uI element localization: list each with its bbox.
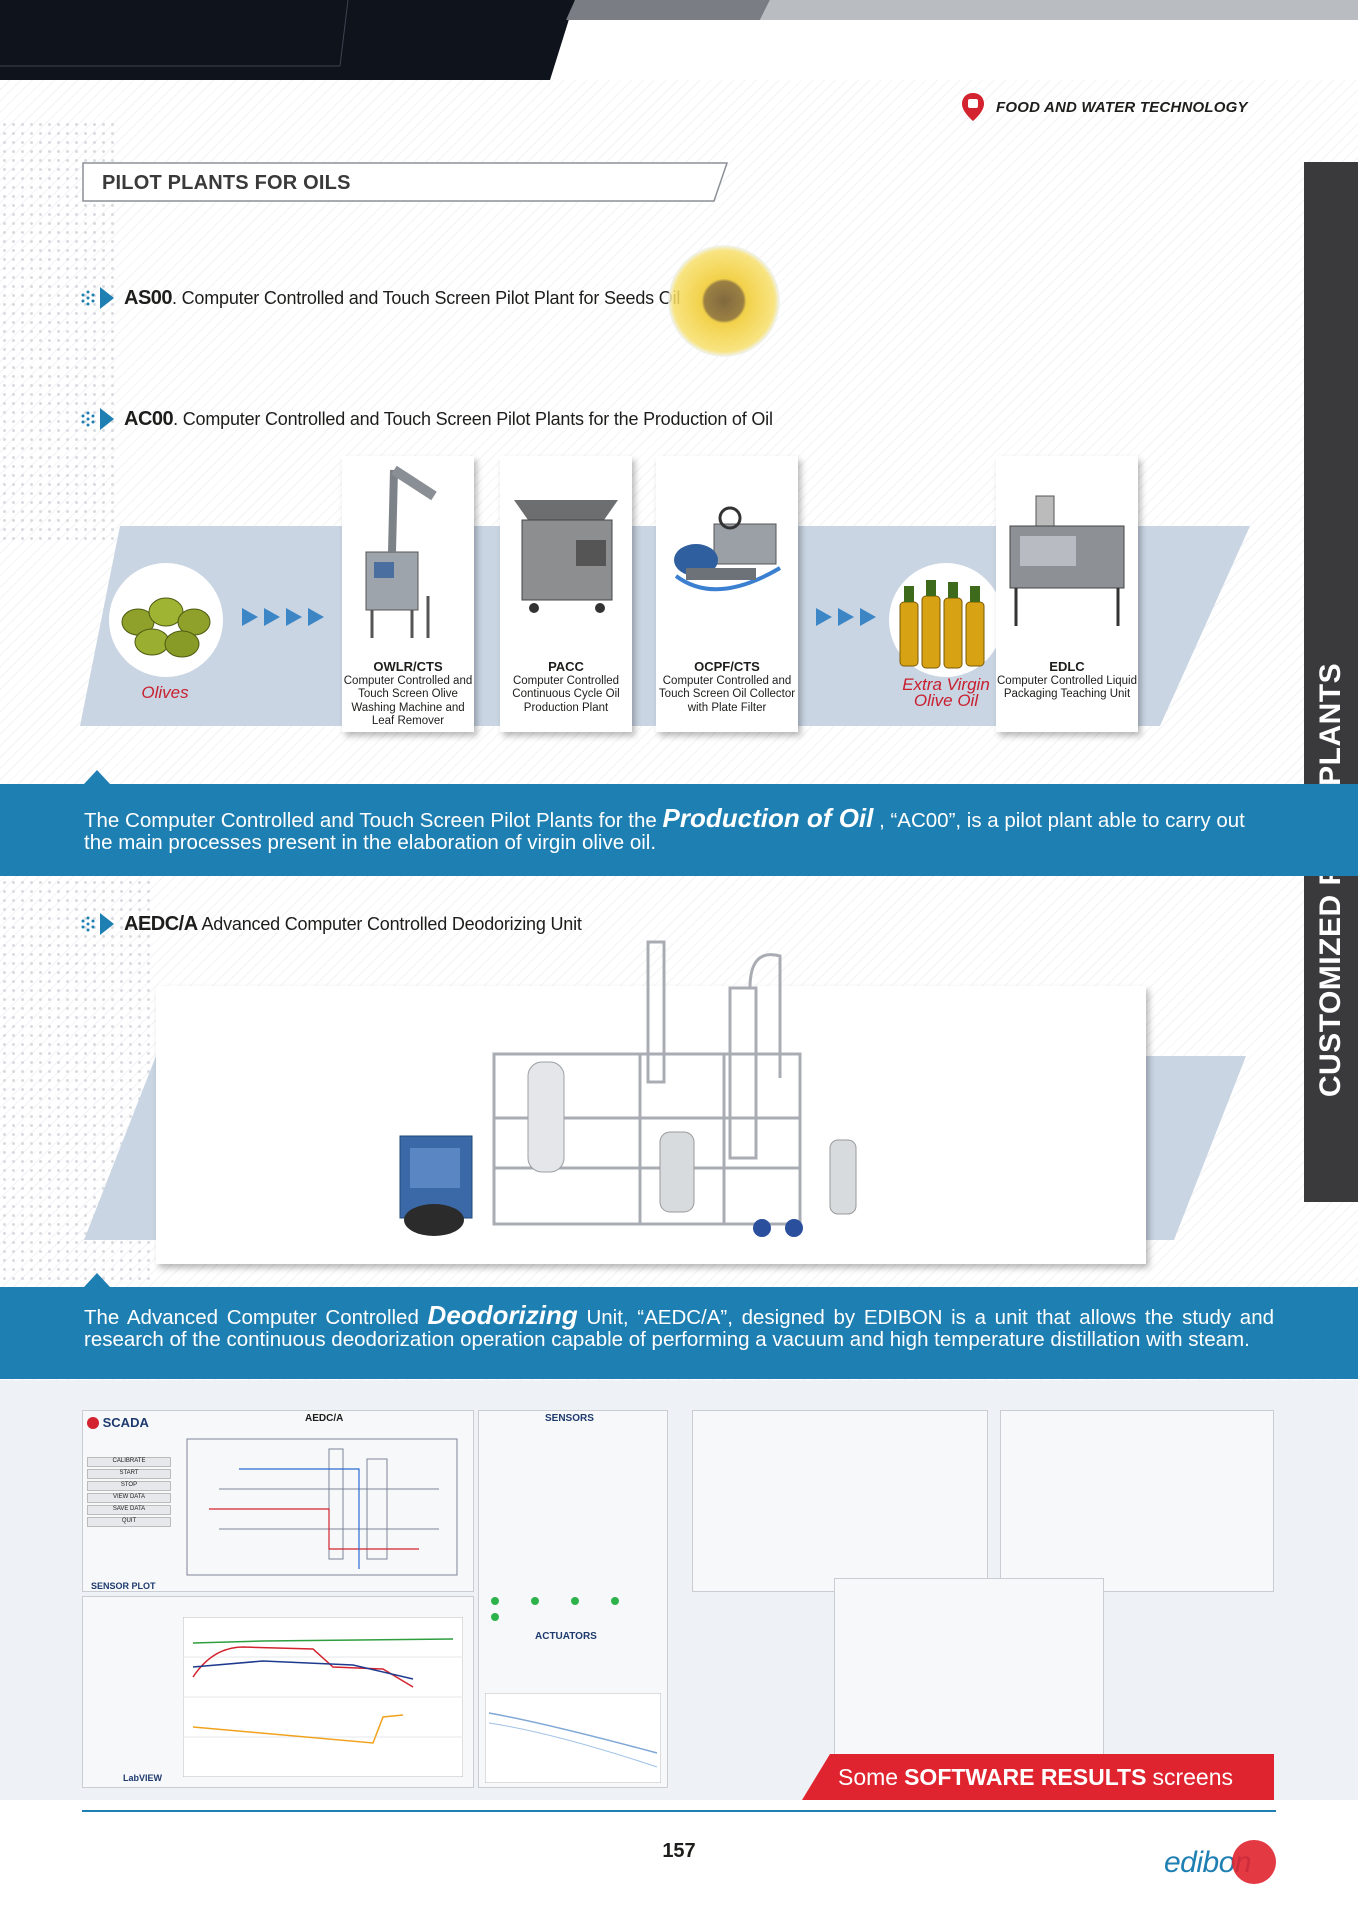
aedc-description-band: The Advanced Computer Controlled Deodori… xyxy=(0,1287,1358,1379)
sensor-indicators-image xyxy=(491,1597,619,1621)
unit-description: Computer Controlled and Touch Screen Oil… xyxy=(658,674,796,714)
unit-description: Computer Controlled Continuous Cycle Oil… xyxy=(512,674,620,714)
category-header: FOOD AND WATER TECHNOLOGY xyxy=(960,92,1248,122)
olive-oil-label: Extra Virgin Olive Oil xyxy=(890,675,1002,710)
section-title: PILOT PLANTS FOR OILS xyxy=(102,172,351,194)
unit-caption: OWLR/CTS Computer Controlled and Touch S… xyxy=(342,660,474,729)
sensor-plot-title: SENSOR PLOT xyxy=(91,1581,156,1591)
unit-caption: PACC Computer Controlled Continuous Cycl… xyxy=(500,660,632,715)
olive-oil-bottles-image xyxy=(889,563,1003,677)
labview-label: LabVIEW xyxy=(123,1773,163,1783)
scada-screen-sensors: SENSORS ACTUATORS xyxy=(478,1410,668,1788)
menu-list: CALIBRATE START STOP VIEW DATA SAVE DATA… xyxy=(87,1457,171,1529)
product-code: AEDC/A xyxy=(124,912,198,935)
ocpf-machine-image xyxy=(674,506,782,592)
aedc-image-card xyxy=(156,986,1146,1264)
product-ac00: AC00. Computer Controlled and Touch Scre… xyxy=(80,406,773,432)
pacc-machine-image xyxy=(514,500,618,613)
side-tab-label: CUSTOMIZED PILOT PLANTS xyxy=(1314,662,1347,1098)
unit-card-ocpf: OCPF/CTS Computer Controlled and Touch S… xyxy=(656,456,798,732)
flow-arrows-icon xyxy=(816,608,876,626)
footer-divider xyxy=(82,1810,1276,1812)
bullet-arrow-icon xyxy=(81,287,114,309)
product-description: . Computer Controlled and Touch Screen P… xyxy=(173,408,773,429)
scada-label: SCADA xyxy=(102,1415,149,1430)
unit-description: Computer Controlled and Touch Screen Oli… xyxy=(343,674,473,728)
band-highlight: Deodorizing xyxy=(427,1300,578,1330)
bullet-arrow-icon xyxy=(81,408,114,430)
menu-item[interactable]: QUIT xyxy=(87,1517,171,1527)
olives-image xyxy=(109,563,223,677)
edlc-machine-image xyxy=(1009,495,1125,626)
page-number: 157 xyxy=(662,1840,696,1862)
menu-item[interactable]: STOP xyxy=(87,1481,171,1491)
scada-screen-main: SCADA AEDC/A CALIBRATE START STOP VIEW D… xyxy=(82,1410,474,1592)
flow-arrows-icon xyxy=(242,608,324,626)
scada-screen-thumb-1 xyxy=(692,1410,988,1592)
menu-item[interactable]: VIEW DATA xyxy=(87,1493,171,1503)
scada-screen-plot: LabVIEW xyxy=(82,1596,474,1788)
scada-screen-thumb-3 xyxy=(834,1578,1104,1758)
olive-oil-label-line2: Olive Oil xyxy=(913,691,979,710)
band-text-before: The Computer Controlled and Touch Screen… xyxy=(84,809,663,832)
olive-oil-label-line1: Extra Virgin xyxy=(902,675,990,694)
band-text-before: The Advanced Computer Controlled xyxy=(84,1306,428,1329)
aedc-unit-image xyxy=(399,940,857,1237)
sensor-chart-image xyxy=(485,1693,661,1783)
results-bold: SOFTWARE RESULTS xyxy=(904,1763,1147,1790)
sunflower-image xyxy=(668,245,780,357)
sensor-plot-chart-image xyxy=(183,1617,463,1777)
unit-caption: OCPF/CTS Computer Controlled and Touch S… xyxy=(656,660,798,715)
menu-item[interactable]: CALIBRATE xyxy=(87,1457,171,1467)
screen-title: AEDC/A xyxy=(305,1413,344,1424)
product-code: AC00 xyxy=(124,407,174,430)
band-highlight: Production of Oil xyxy=(662,803,874,833)
band-text-after: , “AC00”, is a pilot plant able to carry… xyxy=(84,809,1245,854)
product-description: . Computer Controlled and Touch Screen P… xyxy=(172,287,681,308)
side-tab xyxy=(1304,162,1358,1202)
logo-circle-icon xyxy=(1232,1840,1276,1884)
actuators-title: ACTUATORS xyxy=(535,1631,597,1642)
owlr-machine-image xyxy=(365,465,437,638)
menu-item[interactable]: SAVE DATA xyxy=(87,1505,171,1515)
band-pointer-icon xyxy=(84,1273,110,1287)
results-post: screens xyxy=(1152,1763,1233,1790)
scada-logo: SCADA xyxy=(87,1415,149,1430)
product-code: AS00 xyxy=(124,286,173,309)
product-as00: AS00. Computer Controlled and Touch Scre… xyxy=(80,285,680,311)
location-pin-icon xyxy=(962,93,984,121)
product-description: Advanced Computer Controlled Deodorizing… xyxy=(197,913,582,934)
scada-screen-thumb-2 xyxy=(1000,1410,1274,1592)
unit-caption: EDLC Computer Controlled Liquid Packagin… xyxy=(996,660,1138,702)
unit-code: OWLR/CTS xyxy=(373,659,443,674)
unit-code: EDLC xyxy=(1049,659,1085,674)
unit-card-pacc: PACC Computer Controlled Continuous Cycl… xyxy=(500,456,632,732)
ac00-description-band: The Computer Controlled and Touch Screen… xyxy=(0,784,1358,876)
band-pointer-icon xyxy=(84,770,110,784)
category-label: FOOD AND WATER TECHNOLOGY xyxy=(996,98,1248,116)
unit-description: Computer Controlled Liquid Packaging Tea… xyxy=(997,674,1137,701)
unit-code: PACC xyxy=(548,659,584,674)
bullet-arrow-icon xyxy=(81,913,114,935)
unit-card-edlc: EDLC Computer Controlled Liquid Packagin… xyxy=(996,456,1138,732)
results-pre: Some xyxy=(838,1763,899,1790)
process-diagram-image xyxy=(186,1438,458,1576)
top-bar xyxy=(0,0,1358,80)
sensors-title: SENSORS xyxy=(545,1413,594,1424)
section-title-frame xyxy=(82,162,728,202)
band-text-after: Unit, “AEDC/A”, designed by EDIBON is a … xyxy=(84,1306,1274,1351)
product-aedc: AEDC/A Advanced Computer Controlled Deod… xyxy=(80,911,582,937)
unit-code: OCPF/CTS xyxy=(694,659,760,674)
olives-label: Olives xyxy=(141,683,189,702)
menu-item[interactable]: START xyxy=(87,1469,171,1479)
unit-card-owlr: OWLR/CTS Computer Controlled and Touch S… xyxy=(342,456,474,732)
